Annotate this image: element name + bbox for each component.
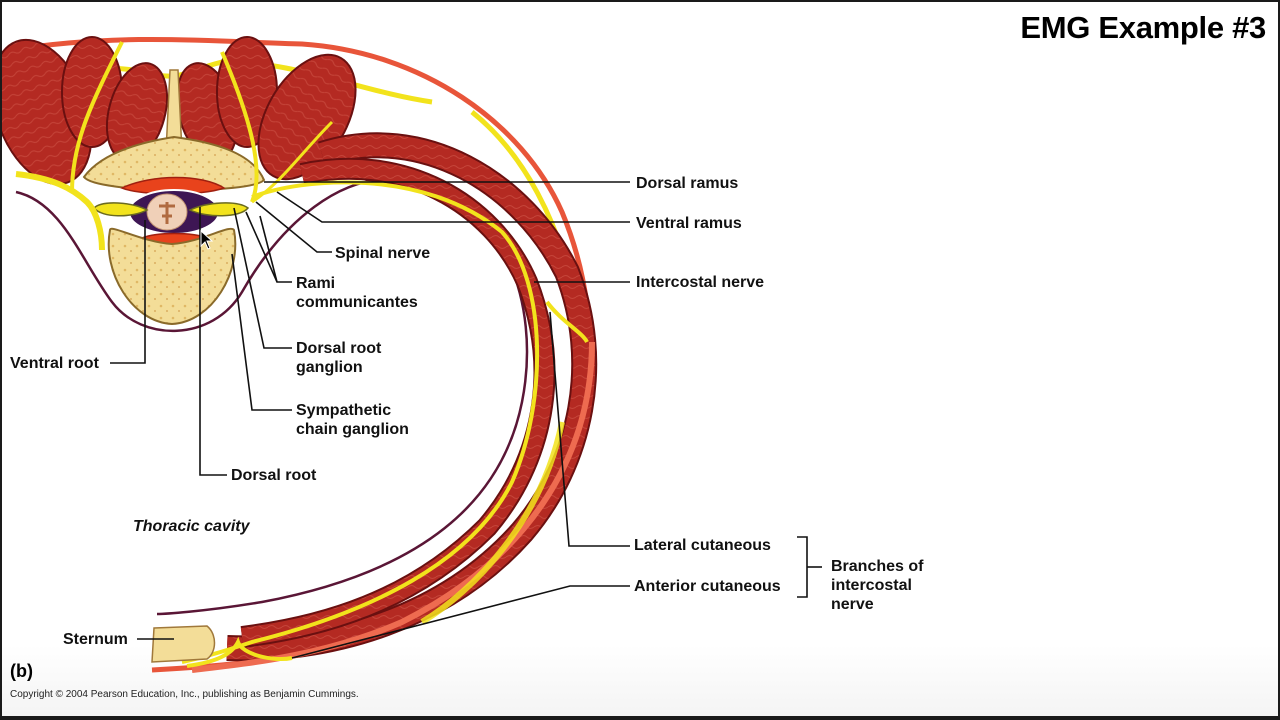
leader-spinal-nerve <box>255 201 332 253</box>
label-lateral-cutaneous: Lateral cutaneous <box>634 537 771 554</box>
leader-rami-2 <box>259 215 278 283</box>
label-rami-communicantes-line1: Rami <box>296 275 336 292</box>
label-dorsal-root-ganglion-line2: ganglion <box>296 359 363 376</box>
vertebral-body <box>107 227 237 326</box>
label-sympathetic-chain-ganglion-line1: Sympathetic <box>296 402 392 419</box>
label-sympathetic-chain-ganglion-line2: chain ganglion <box>296 421 409 438</box>
label-ventral-root: Ventral root <box>10 355 99 372</box>
label-ventral-ramus: Ventral ramus <box>636 215 742 232</box>
spinal-nerve-left <box>92 202 149 217</box>
label-dorsal-root: Dorsal root <box>231 467 317 484</box>
leader-drg <box>233 207 292 349</box>
slide-title: EMG Example #3 <box>1020 10 1266 45</box>
leader-lateral-cutaneous <box>549 311 630 547</box>
leader-sympathetic <box>231 253 292 411</box>
copyright-notice: Copyright © 2004 Pearson Education, Inc.… <box>10 689 359 700</box>
label-anterior-cutaneous: Anterior cutaneous <box>634 578 781 595</box>
leader-rami-1 <box>245 211 292 283</box>
intercostal-nerve <box>181 180 540 664</box>
anterior-cutaneous-nerve <box>186 636 293 668</box>
label-dorsal-ramus: Dorsal ramus <box>636 175 739 192</box>
label-thoracic-cavity: Thoracic cavity <box>133 518 250 535</box>
branches-bracket <box>797 536 808 598</box>
leader-lines <box>110 181 822 659</box>
label-sternum: Sternum <box>63 631 128 648</box>
label-branches-line1: Branches of <box>831 558 924 575</box>
label-dorsal-root-ganglion-line1: Dorsal root <box>296 340 382 357</box>
spinal-nerve-right <box>188 202 250 217</box>
mouse-cursor-icon <box>200 230 214 250</box>
leader-ventral-root <box>110 220 146 364</box>
label-intercostal-nerve: Intercostal nerve <box>636 274 765 291</box>
label-spinal-nerve: Spinal nerve <box>335 245 431 262</box>
panel-identifier: (b) <box>10 661 33 681</box>
leader-anterior-cutaneous <box>291 585 630 659</box>
label-branches-line3: nerve <box>831 596 874 613</box>
leader-ventral-ramus <box>276 191 630 223</box>
label-branches-line2: intercostal <box>831 577 912 594</box>
sternum-bone <box>151 625 216 663</box>
leader-dorsal-root <box>199 207 227 476</box>
label-rami-communicantes-line2: communicantes <box>296 294 418 311</box>
